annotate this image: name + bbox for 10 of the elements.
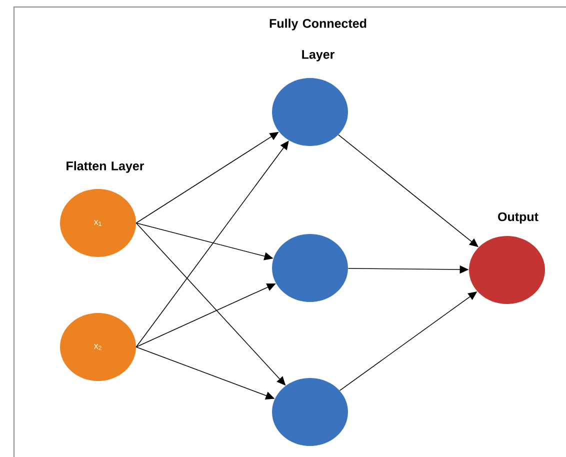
- neuron-circle: [272, 78, 348, 146]
- layer-heading: Flatten Layer: [66, 161, 144, 173]
- neuron-circle: [469, 236, 545, 304]
- layer-heading: Fully Connected Layer: [270, 18, 366, 62]
- neuron-circle: [272, 378, 348, 446]
- neuron-circle: [272, 234, 348, 302]
- arrow: [136, 140, 289, 348]
- layer-heading: Output: [498, 212, 538, 224]
- input-neuron: x$_{2}$: [60, 313, 136, 381]
- input-neuron: x$_{1}$: [60, 189, 136, 257]
